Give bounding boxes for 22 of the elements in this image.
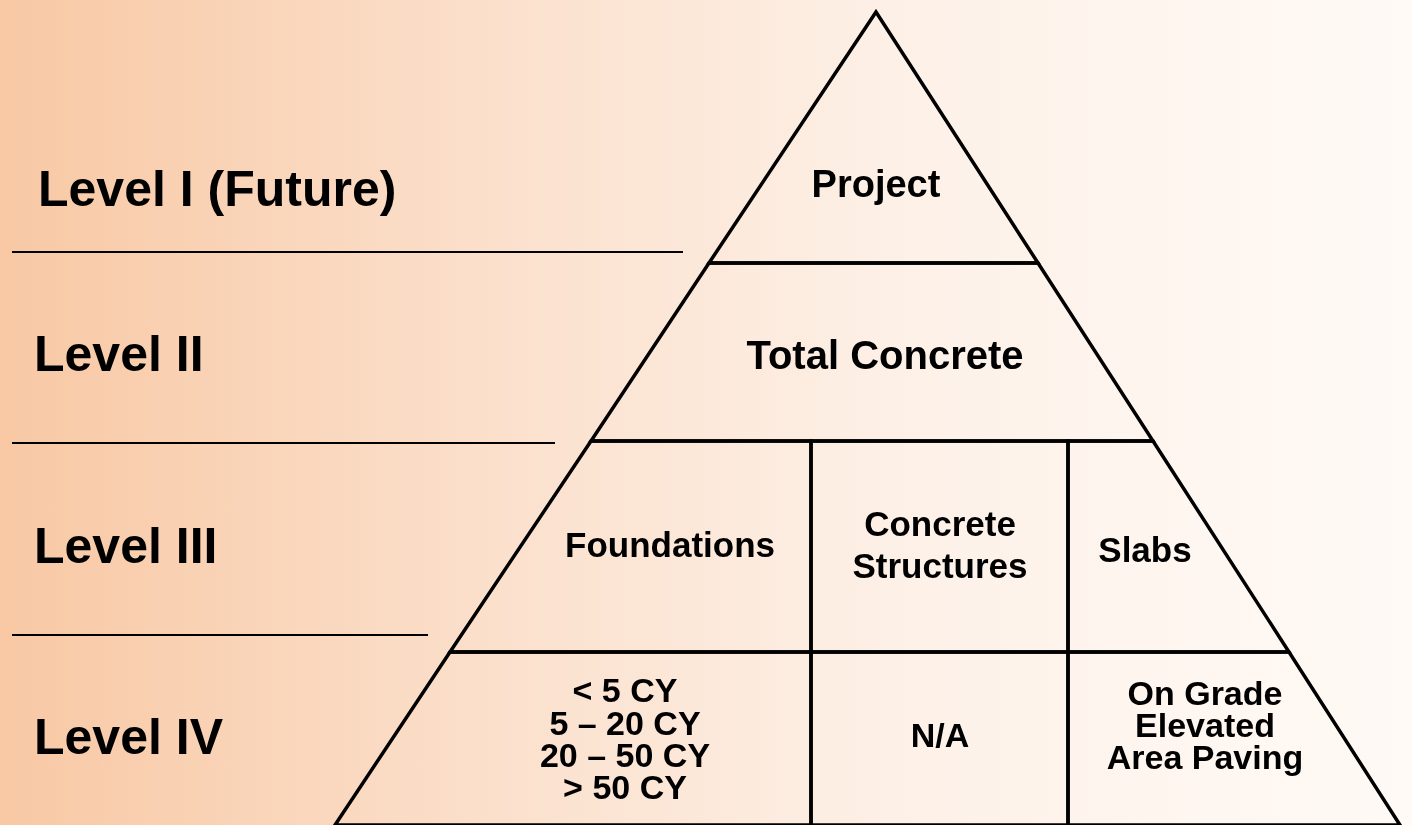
level-label: Level II: [34, 325, 204, 383]
pyramid-tier: [1068, 652, 1400, 825]
tier-label: Slabs: [1098, 529, 1192, 571]
tier-label: On Grade: [1127, 676, 1283, 709]
pyramid-tier: [811, 652, 1068, 825]
tier-label: Elevated: [1135, 708, 1275, 742]
tier-label: Concrete Structures: [851, 503, 1029, 587]
tier-label: 5 – 20 CY: [549, 706, 701, 739]
tier-label: 20 – 50 CY: [539, 739, 711, 772]
tier-label: Foundations: [565, 524, 775, 566]
pyramid-tier: [811, 441, 1068, 652]
level-label: Level III: [34, 517, 218, 575]
level-label: Level I (Future): [38, 160, 397, 218]
tier-label: > 50 CY: [563, 771, 687, 804]
pyramid-tier: [1068, 441, 1289, 652]
tier-label: < 5 CY: [572, 674, 678, 707]
tier-label: Area Paving: [1106, 741, 1304, 774]
tier-label: N/A: [910, 714, 970, 756]
pyramid-tier: [335, 652, 811, 825]
level-label: Level IV: [34, 708, 223, 766]
tier-label: Project: [811, 162, 941, 208]
tier-label: Total Concrete: [746, 332, 1024, 379]
